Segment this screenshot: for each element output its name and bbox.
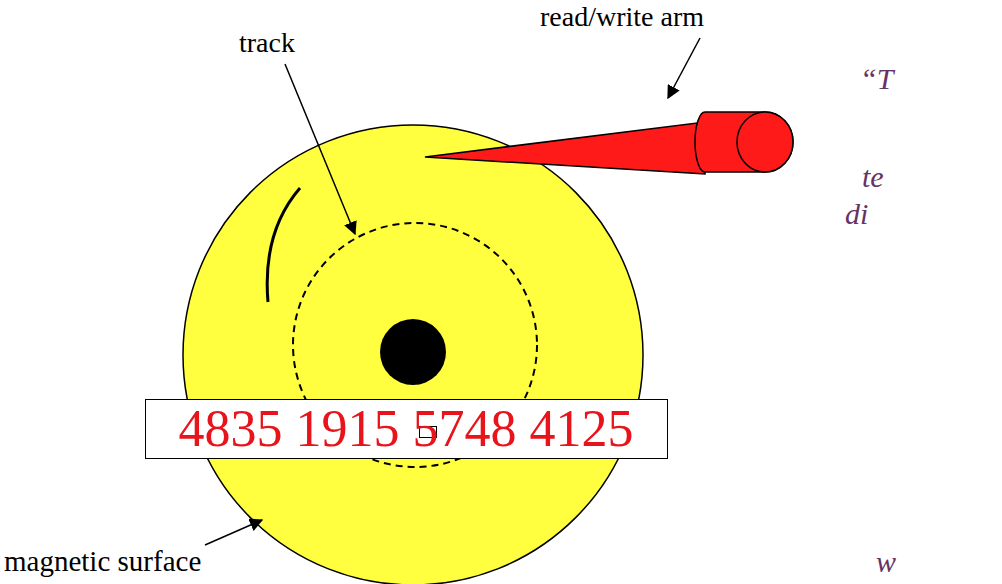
- arm-body: [425, 122, 705, 174]
- arm-pivot-end: [737, 112, 793, 172]
- part-label: read/write arm: [540, 2, 704, 33]
- part-label: track: [239, 28, 295, 59]
- rotation-arc: [267, 188, 300, 302]
- number-box: 4835 1915 5748 4125: [145, 399, 668, 459]
- quote-fragment: w: [876, 545, 896, 578]
- quote-fragment: “T: [860, 62, 893, 95]
- spindle-hole: [380, 319, 446, 385]
- disk-platter: [183, 125, 643, 584]
- card-number: 4835 1915 5748 4125: [179, 403, 634, 455]
- quote-fragment: te: [862, 160, 884, 193]
- leader-line: [285, 64, 355, 234]
- part-label: magnetic surface: [4, 546, 201, 578]
- arm-pivot: [695, 112, 793, 172]
- leader-line: [668, 38, 700, 98]
- quote-fragment: di: [845, 197, 868, 230]
- leader-line: [205, 520, 262, 545]
